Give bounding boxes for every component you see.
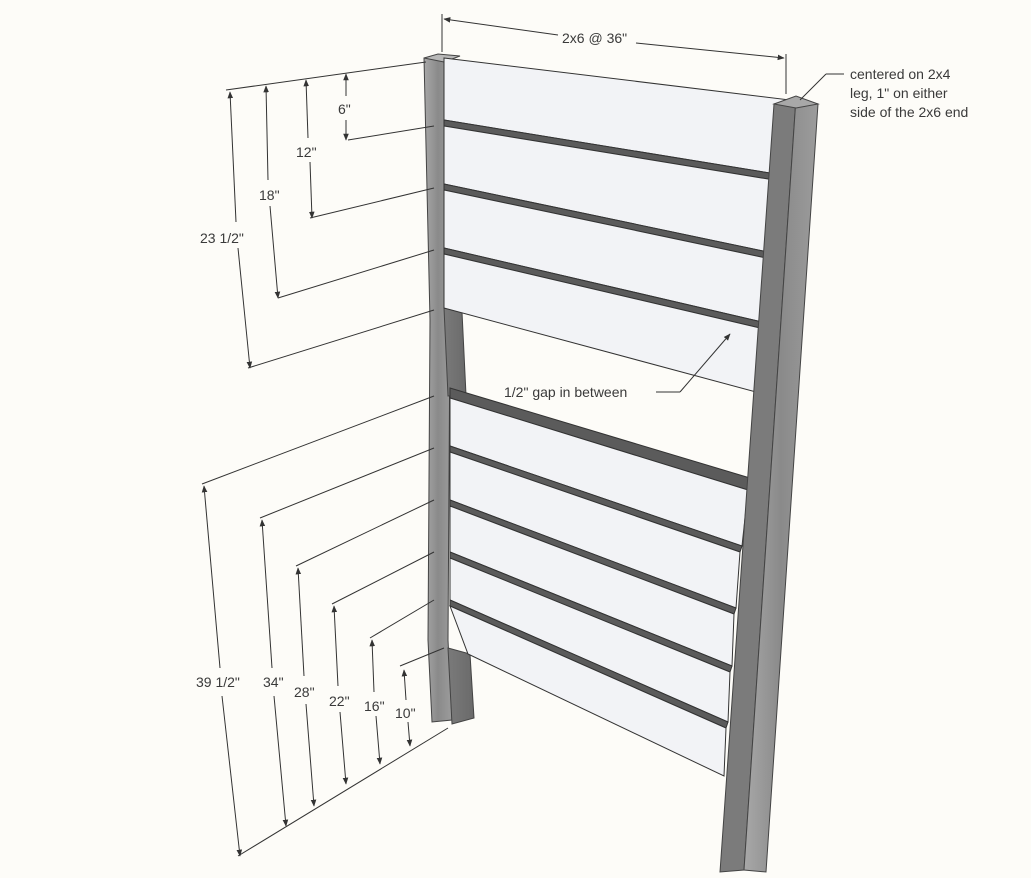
gap-note: 1/2" gap in between bbox=[504, 333, 731, 400]
dim-28-label: 28" bbox=[294, 684, 315, 700]
upper-boards bbox=[443, 57, 791, 393]
dim-12-label: 12" bbox=[296, 144, 317, 160]
dim-22-label: 22" bbox=[329, 693, 350, 709]
dim-10-label: 10" bbox=[395, 705, 416, 721]
top-dimension-label: 2x6 @ 36" bbox=[562, 30, 627, 46]
dim-6-label: 6" bbox=[338, 101, 351, 117]
gap-note-label: 1/2" gap in between bbox=[504, 384, 627, 400]
centered-note-line-1: centered on 2x4 bbox=[850, 66, 951, 82]
dim-16-label: 16" bbox=[364, 698, 385, 714]
dim-18-label: 18" bbox=[259, 187, 280, 203]
centered-note-line-3: side of the 2x6 end bbox=[850, 104, 968, 120]
lower-boards bbox=[449, 387, 751, 777]
top-dimension: 2x6 @ 36" bbox=[441, 14, 787, 94]
lower-dimensions: 39 1/2" 34" 28" 22" 16" 10" bbox=[196, 395, 449, 857]
dim-39-5-label: 39 1/2" bbox=[196, 674, 240, 690]
dim-34-label: 34" bbox=[263, 674, 284, 690]
right-leg bbox=[719, 95, 820, 873]
dim-23-5-label: 23 1/2" bbox=[200, 230, 244, 246]
centered-note: centered on 2x4 leg, 1" on either side o… bbox=[799, 66, 968, 120]
upper-dimensions: 6" 12" 18" 23 1/2" bbox=[200, 61, 435, 369]
centered-note-line-2: leg, 1" on either bbox=[850, 85, 948, 101]
